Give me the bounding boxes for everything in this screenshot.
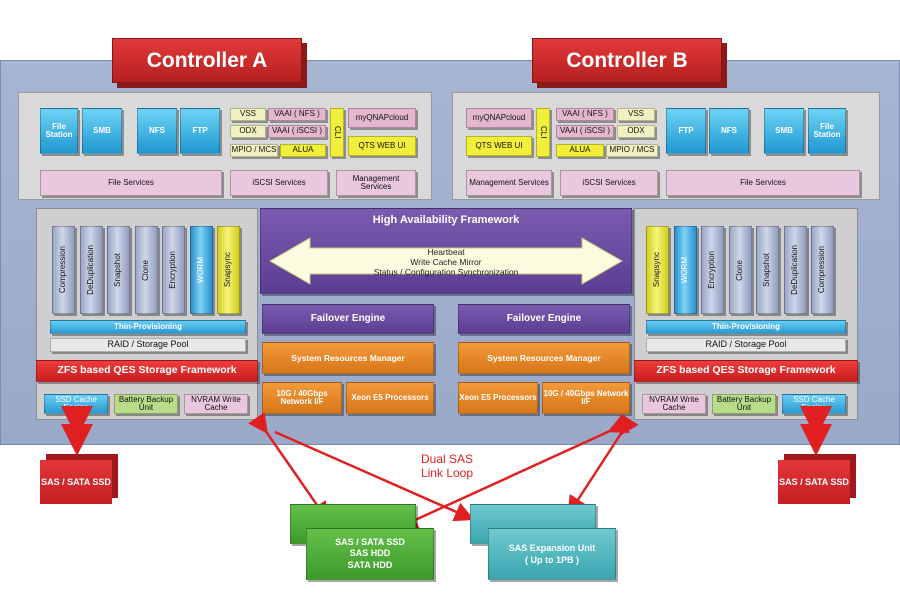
battery-backup-box-a: Battery Backup Unit (114, 394, 178, 414)
feature-deduplication-b: DeDuplication (783, 226, 807, 314)
feature-snapsync-a: Snapsync (217, 226, 240, 314)
nfs-box-a: NFS (137, 108, 177, 154)
raid-box-b: RAID / Storage Pool (646, 338, 846, 352)
cli-box-b: CLI (536, 108, 550, 157)
sas-sata-ssd-a: SAS / SATA SSD (40, 460, 112, 504)
alua-box-a: ALUA (280, 144, 326, 157)
nvram-box-a: NVRAM Write Cache (184, 394, 248, 414)
dual-sas-line-2: Link Loop (420, 466, 474, 481)
file-services-box-b: File Services (666, 170, 860, 196)
feature-worm-b: WORM (673, 226, 697, 314)
disk-line-2: SAS HDD (349, 548, 391, 559)
xeon-box-b: Xeon E5 Processors (458, 382, 538, 414)
controller-a-title: Controller A (112, 38, 302, 83)
feature-snapshot-a: Snapshot (107, 226, 130, 314)
expansion-line-2: ( Up to 1PB ) (524, 555, 579, 565)
odx-box-b: ODX (617, 125, 655, 138)
myqnapcloud-box-b: myQNAPcloud (466, 108, 532, 128)
expansion-line-1: SAS Expansion Unit (508, 542, 596, 553)
system-resources-box-a: System Resources Manager (262, 342, 434, 374)
feature-snapshot-b: Snapshot (756, 226, 779, 314)
ha-double-arrow (268, 237, 624, 285)
ftp-box-b: FTP (666, 108, 706, 154)
battery-backup-box-b: Battery Backup Unit (712, 394, 776, 414)
ha-sync-text: Heartbeat Write Cache Mirror Status / Co… (300, 247, 592, 277)
dual-sas-label: Dual SAS Link Loop (402, 452, 492, 481)
file-services-box-a: File Services (40, 170, 222, 196)
vss-box-a: VSS (230, 108, 266, 121)
feature-encryption-a: Encryption (162, 226, 185, 314)
smb-box-b: SMB (764, 108, 804, 154)
feature-compression-b: Compression (811, 226, 834, 314)
nfs-box-b: NFS (709, 108, 749, 154)
feature-clone-a: Clone (134, 226, 158, 314)
qts-web-ui-box-b: QTS WEB UI (466, 136, 532, 156)
link-a-to-disks (248, 411, 329, 523)
feature-encryption-b: Encryption (701, 226, 724, 314)
network-box-a: 10G / 40Gbps Network I/F (262, 382, 342, 414)
feature-deduplication-a: DeDuplication (79, 226, 103, 314)
disk-line-1: SAS / SATA SSD (335, 537, 405, 548)
expansion-unit-front: SAS Expansion Unit ( Up to 1PB ) (488, 528, 616, 580)
disk-line-3: SATA HDD (347, 559, 393, 570)
cli-label-b: CLI (539, 126, 549, 139)
management-services-box-b: Management Services (466, 170, 552, 196)
qts-web-ui-box-a: QTS WEB UI (348, 136, 416, 156)
failover-engine-box-b: Failover Engine (458, 304, 630, 334)
myqnapcloud-box-a: myQNAPcloud (348, 108, 416, 128)
failover-engine-box-a: Failover Engine (262, 304, 434, 334)
network-box-b: 10G / 40Gbps Network I/F (542, 382, 630, 414)
xeon-box-a: Xeon E5 Processors (346, 382, 434, 414)
mpio-box-b: MPIO / MCS (606, 144, 658, 157)
odx-box-a: ODX (230, 125, 266, 138)
sas-sata-ssd-b: SAS / SATA SSD (778, 460, 850, 504)
vaai-nfs-box-a: VAAI ( NFS ) (268, 108, 326, 121)
thin-provisioning-box-a: Thin-Provisioning (50, 320, 246, 334)
controller-b-title: Controller B (532, 38, 722, 83)
vaai-iscsi-box-a: VAAI ( iSCSI ) (268, 125, 326, 138)
raid-box-a: RAID / Storage Pool (50, 338, 246, 352)
iscsi-services-box-a: iSCSI Services (230, 170, 328, 196)
status-sync-label: Status / Configuration Synchronization (373, 266, 519, 277)
nvram-box-b: NVRAM Write Cache (642, 394, 706, 414)
cli-box-a: CLI (330, 108, 344, 157)
feature-compression-a: Compression (52, 226, 75, 314)
alua-box-b: ALUA (556, 144, 604, 157)
ha-framework-title: High Availability Framework (372, 214, 520, 226)
file-station-box-b: File Station (808, 108, 846, 154)
heartbeat-label: Heartbeat (427, 247, 465, 257)
system-resources-box-b: System Resources Manager (458, 342, 630, 374)
management-services-box-a: Management Services (336, 170, 416, 196)
iscsi-services-box-b: iSCSI Services (560, 170, 658, 196)
cli-label-a: CLI (333, 126, 343, 139)
feature-snapsync-b: Snapsync (646, 226, 669, 314)
vaai-nfs-box-b: VAAI ( NFS ) (556, 108, 614, 121)
disk-enclosure-front: SAS / SATA SSD SAS HDD SATA HDD (306, 528, 434, 580)
zfs-framework-box-a: ZFS based QES Storage Framework (36, 360, 258, 382)
link-b-to-expansion (567, 413, 639, 517)
zfs-framework-box-b: ZFS based QES Storage Framework (634, 360, 858, 382)
feature-clone-b: Clone (728, 226, 752, 314)
vss-box-b: VSS (617, 108, 655, 121)
thin-provisioning-box-b: Thin-Provisioning (646, 320, 846, 334)
vaai-iscsi-box-b: VAAI ( iSCSI ) (556, 125, 614, 138)
mpio-box-a: MPIO / MCS (230, 144, 278, 157)
feature-worm-a: WORM (189, 226, 213, 314)
write-cache-mirror-label: Write Cache Mirror (410, 256, 482, 267)
smb-box-a: SMB (82, 108, 122, 154)
ftp-box-a: FTP (180, 108, 220, 154)
dual-sas-line-1: Dual SAS (420, 452, 474, 466)
file-station-box-a: File Station (40, 108, 78, 154)
